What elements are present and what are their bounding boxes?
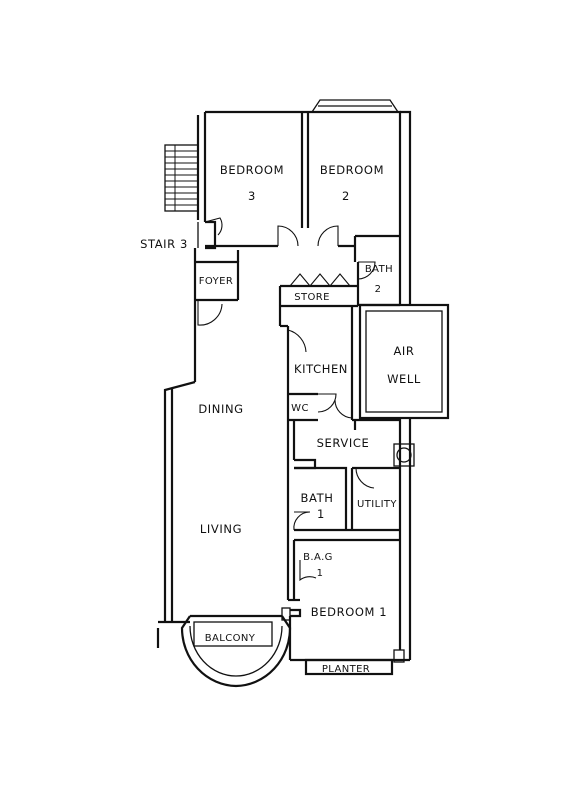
- bay-window: [311, 99, 399, 113]
- label-bedroom2-num: 2: [342, 189, 350, 203]
- label-bedroom1: BEDROOM 1: [311, 605, 387, 619]
- label-bath1-num: 1: [317, 507, 325, 521]
- interior-walls: [195, 112, 450, 618]
- label-bath1: BATH: [301, 491, 334, 505]
- label-airwell-1: AIR: [393, 344, 414, 358]
- label-bag1-num: 1: [317, 568, 324, 579]
- label-planter: PLANTER: [322, 664, 370, 675]
- doors: [197, 217, 376, 582]
- label-living: LIVING: [200, 522, 242, 536]
- label-stair: STAIR 3: [140, 237, 188, 251]
- balcony: [180, 607, 292, 688]
- label-dining: DINING: [198, 402, 243, 416]
- label-store: STORE: [294, 292, 330, 303]
- label-bedroom3: BEDROOM: [220, 163, 284, 177]
- label-utility: UTILITY: [357, 499, 397, 510]
- outer-walls: [156, 99, 412, 662]
- label-bedroom2: BEDROOM: [320, 163, 384, 177]
- room-labels: BEDROOM 3 BEDROOM 2 STAIR 3 BATH 2 FOYER…: [140, 163, 421, 675]
- label-bedroom3-num: 3: [248, 189, 256, 203]
- stair-3: [164, 144, 199, 212]
- label-foyer: FOYER: [199, 276, 233, 287]
- label-bath2: BATH: [365, 264, 393, 275]
- label-kitchen: KITCHEN: [294, 362, 348, 376]
- label-bag1: B.A.G: [303, 552, 333, 563]
- label-airwell-2: WELL: [387, 372, 421, 386]
- planter: [304, 649, 405, 676]
- label-wc: WC: [291, 403, 309, 414]
- label-service: SERVICE: [317, 436, 370, 450]
- label-bath2-num: 2: [375, 284, 382, 295]
- label-balcony: BALCONY: [205, 633, 256, 644]
